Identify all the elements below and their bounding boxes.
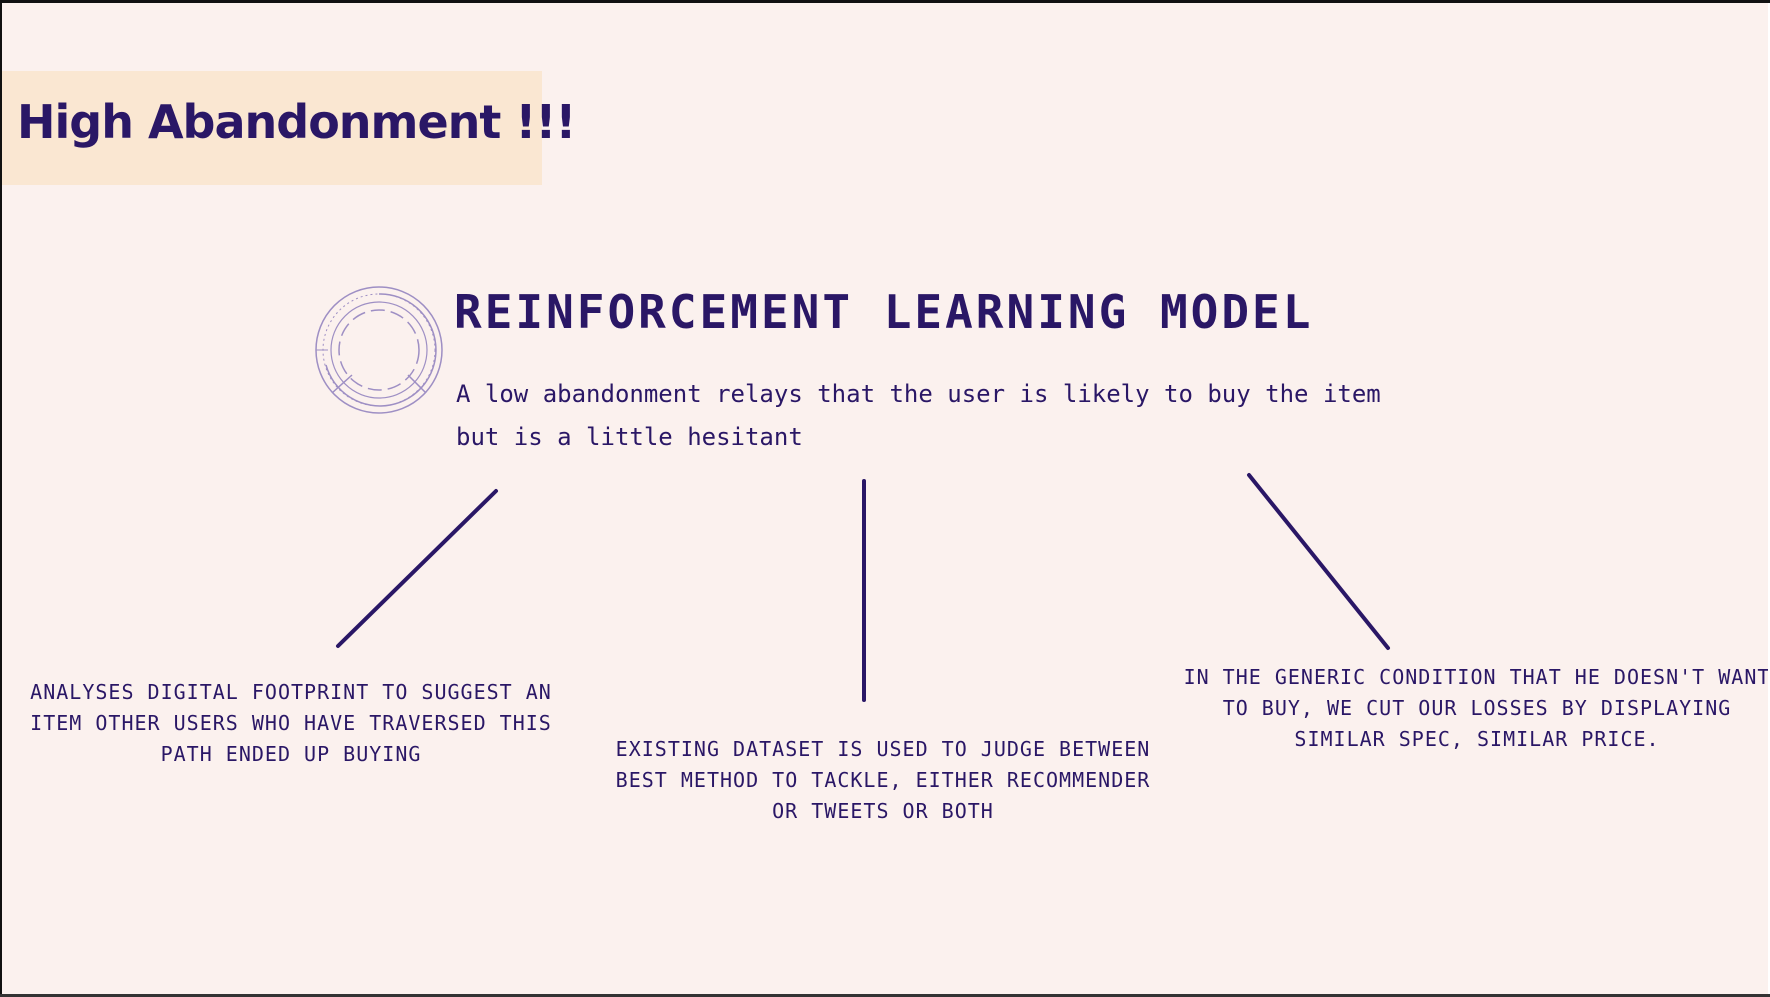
model-heading: REINFORCEMENT LEARNING MODEL: [454, 285, 1314, 339]
frame-left-border: [0, 0, 2, 997]
branch-caption-left: ANALYSES DIGITAL FOOTPRINT TO SUGGEST AN…: [30, 680, 552, 766]
branch-caption-middle: EXISTING DATASET IS USED TO JUDGE BETWEE…: [615, 737, 1151, 823]
concentric-circles-icon: [315, 286, 443, 414]
slide-canvas: High Abandonment !!! REINFORCEMENT LEARN…: [2, 3, 1768, 994]
title-banner: High Abandonment !!!: [2, 71, 576, 185]
slide-title: High Abandonment !!!: [17, 95, 576, 149]
connector-left: [336, 489, 498, 648]
branch-caption-right: IN THE GENERIC CONDITION THAT HE DOESN'T…: [1183, 665, 1768, 751]
frame-top-border: [0, 0, 1770, 3]
branch-connectors: [336, 473, 1390, 702]
model-description: A low abandonment relays that the user i…: [456, 380, 1381, 451]
frame-bottom-border: [0, 994, 1770, 997]
connector-right: [1247, 473, 1390, 650]
